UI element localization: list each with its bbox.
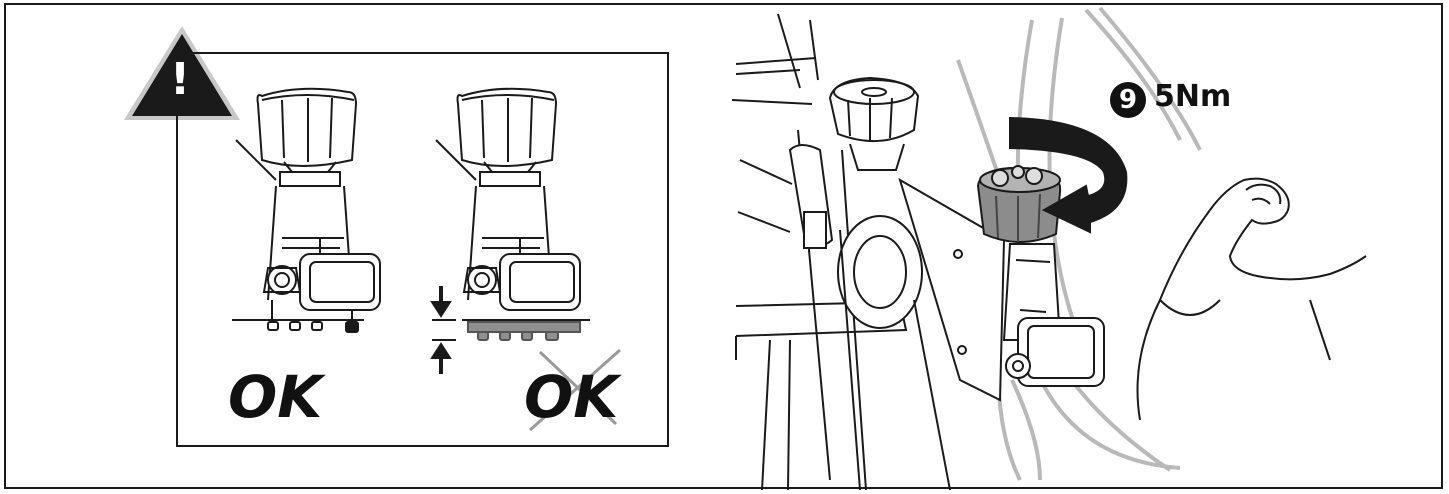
figure-frame [4,3,1443,489]
cross-mark [529,348,621,432]
valve-correct [232,87,381,333]
valve-incorrect [435,87,590,341]
rotation-arrow-icon [1009,116,1128,234]
strength-arm-icon [1136,177,1367,421]
label-correct: OK [228,363,323,431]
label-incorrect: OK [524,363,619,431]
bracket-assembly [731,13,1006,491]
step-number-badge: 9 [1110,82,1146,118]
mounted-valve [976,165,1105,387]
warning-icon [124,26,240,120]
torque-value: 5Nm [1154,79,1232,114]
gap-indicator-arrows [430,286,456,374]
comparison-inset [176,52,669,447]
warning-exclamation: ! [170,54,191,105]
